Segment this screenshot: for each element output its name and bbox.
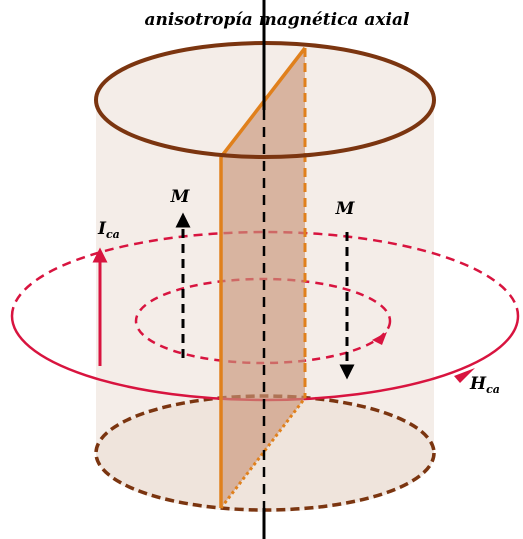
diagram-title: anisotropía magnética axial bbox=[145, 10, 410, 30]
current-label: Ica bbox=[97, 219, 120, 241]
magnetization-up-label: M bbox=[170, 187, 191, 207]
current-label-sub: ca bbox=[106, 228, 120, 241]
current-label-main: I bbox=[97, 219, 107, 239]
outer-field-loop-back bbox=[10, 230, 520, 317]
inner-loop-arrowhead bbox=[372, 332, 387, 345]
plane-bottom-edge bbox=[219, 397, 307, 509]
magnetization-down-label: M bbox=[335, 199, 356, 219]
anisotropy-plane bbox=[221, 48, 305, 508]
field-label-main: H bbox=[469, 374, 487, 394]
outer-loop-arrowhead bbox=[454, 368, 475, 383]
field-label-sub: ca bbox=[486, 383, 500, 396]
field-label: Hca bbox=[469, 374, 500, 396]
